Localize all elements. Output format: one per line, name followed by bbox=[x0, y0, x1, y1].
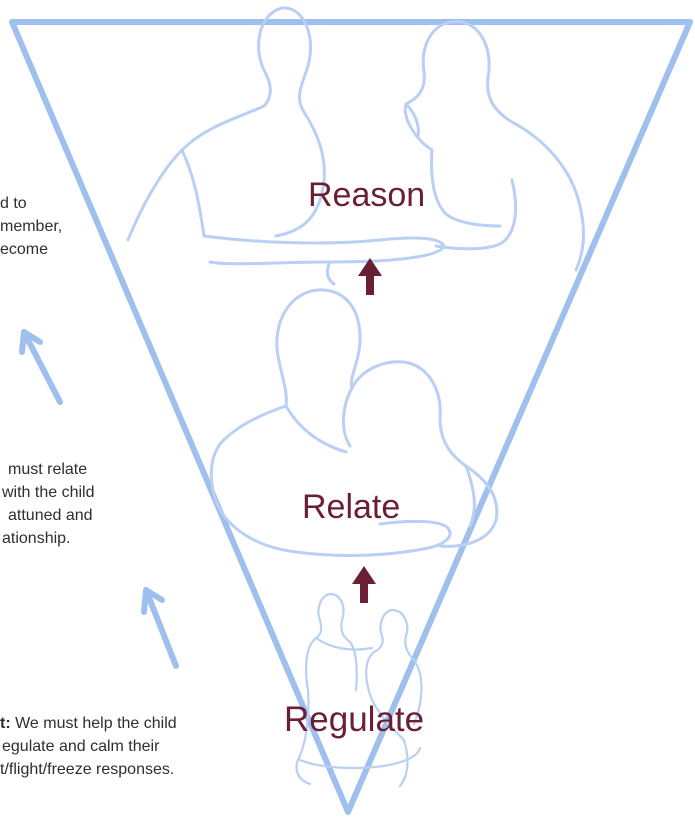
reason-description-line-3: ecome bbox=[0, 238, 62, 261]
side-arrow-lower bbox=[144, 590, 176, 666]
stage-arrow-relate-to-reason bbox=[358, 258, 382, 295]
side-arrow-upper bbox=[22, 332, 60, 402]
regulate-description-line-1: t: We must help the child bbox=[0, 712, 177, 735]
regulate-label: Regulate bbox=[284, 700, 424, 740]
regulate-description-line-2: egulate and calm their bbox=[0, 735, 177, 758]
relate-description-line-1: must relate bbox=[0, 458, 95, 481]
relate-description-line-4: ationship. bbox=[0, 527, 95, 550]
relate-description: must relate with the child attuned and a… bbox=[0, 458, 95, 550]
relate-description-line-3: attuned and bbox=[0, 504, 95, 527]
regulate-description-lead: t: bbox=[0, 715, 11, 732]
reason-description: d to member, ecome bbox=[0, 192, 62, 261]
relate-label: Relate bbox=[302, 488, 400, 527]
reason-description-line-1: d to bbox=[0, 192, 62, 215]
reason-figures-illustration bbox=[128, 8, 583, 284]
stage-arrow-regulate-to-relate bbox=[352, 566, 376, 603]
reason-label: Reason bbox=[308, 176, 425, 215]
regulate-description: t: We must help the child egulate and ca… bbox=[0, 712, 177, 781]
reason-description-line-2: member, bbox=[0, 215, 62, 238]
inverted-triangle bbox=[12, 22, 690, 812]
relate-description-line-2: with the child bbox=[0, 481, 95, 504]
regulate-description-line-3: t/flight/freeze responses. bbox=[0, 758, 177, 781]
regulate-description-line-1-rest: We must help the child bbox=[11, 715, 177, 732]
